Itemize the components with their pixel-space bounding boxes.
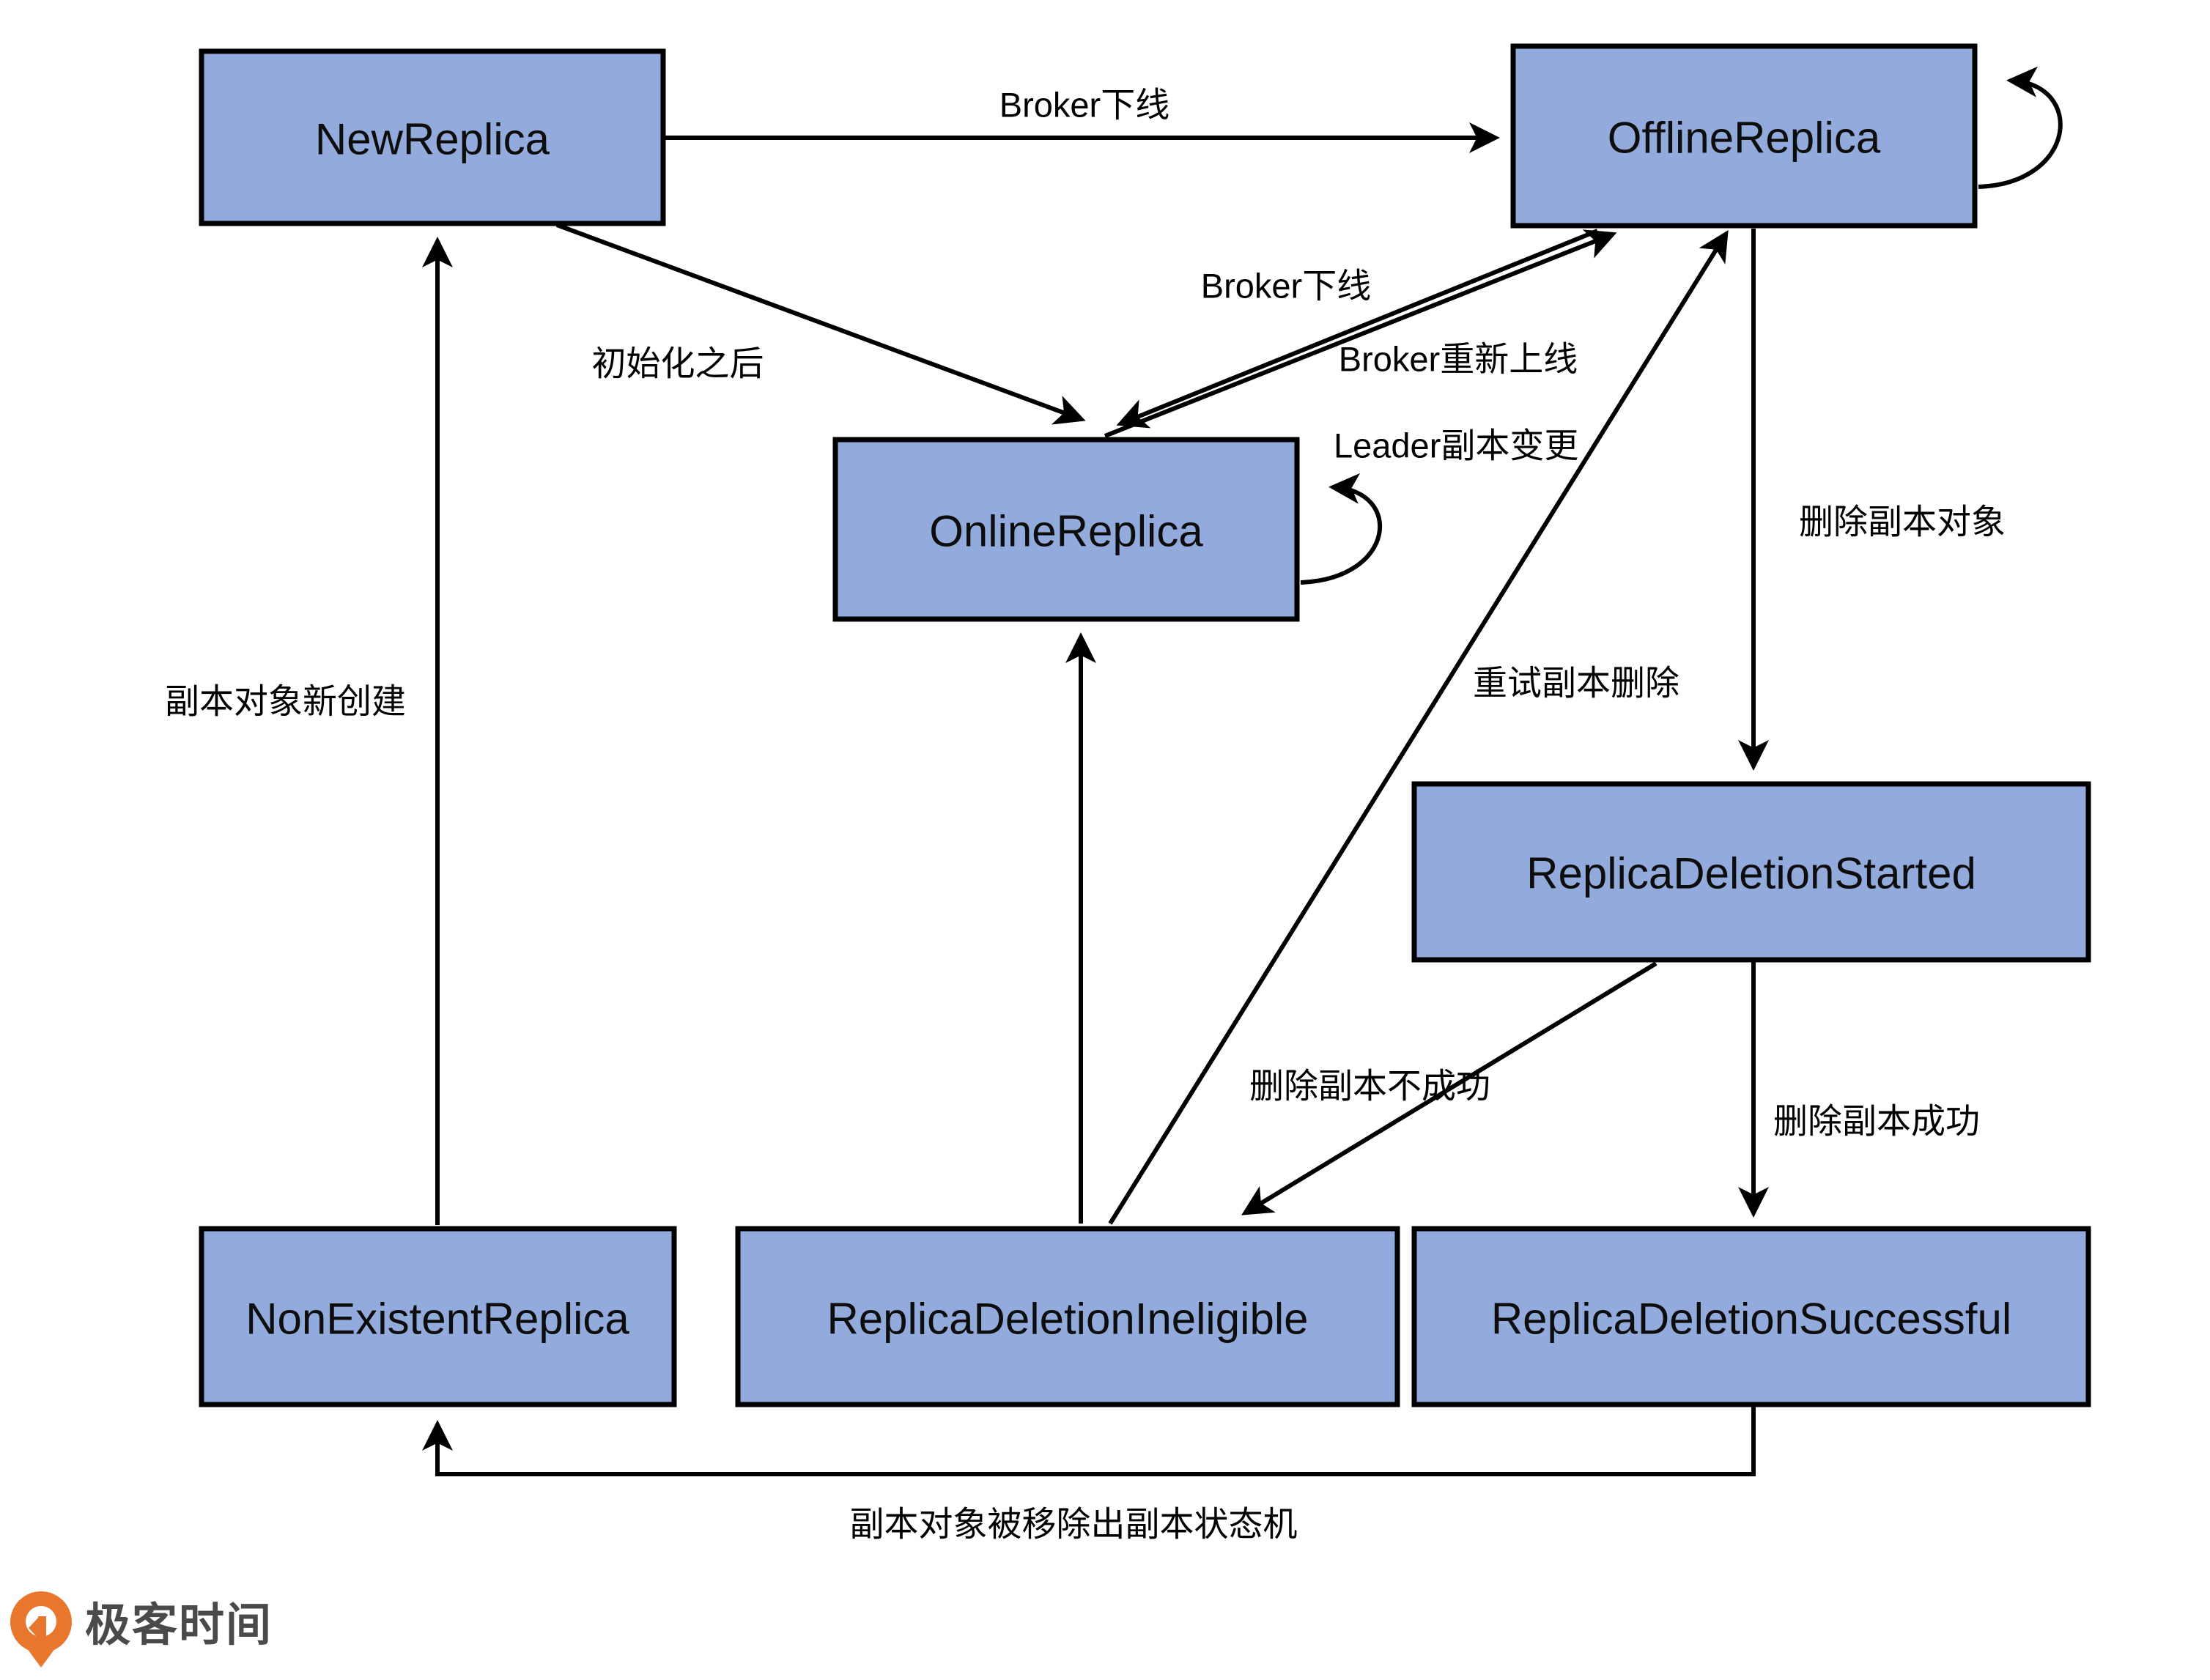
node-non-existent-replica[interactable]: NonExistentReplica — [199, 1226, 677, 1407]
node-replica-deletion-ineligible[interactable]: ReplicaDeletionIneligible — [735, 1226, 1400, 1407]
logo-text: 极客时间 — [85, 1598, 273, 1651]
edge-successful-to-nonexistent — [422, 1407, 1756, 1476]
node-replica-deletion-started[interactable]: ReplicaDeletionStarted — [1411, 781, 2091, 963]
node-label-new-replica: NewReplica — [315, 115, 550, 164]
edge-offline-to-online — [1116, 229, 1599, 429]
node-offline-replica[interactable]: OfflineReplica — [1510, 43, 1978, 229]
edge-label-offline-to-deletionstarted: 删除副本对象 — [1799, 503, 2006, 541]
node-label-online-replica: OnlineReplica — [929, 507, 1203, 556]
edge-label-online-to-offline: Broker下线 — [1201, 267, 1371, 306]
node-replica-deletion-successful[interactable]: ReplicaDeletionSuccessful — [1411, 1226, 2091, 1407]
edge-label-online-self-loop: Leader副本变更 — [1334, 426, 1578, 465]
edge-label-new-to-offline: Broker下线 — [999, 86, 1169, 125]
edge-label-nonexistent-to-newreplica: 副本对象新创建 — [165, 682, 406, 721]
edge-ineligible-to-offline — [1108, 230, 1729, 1225]
edge-label-deletionstarted-to-ineligible: 删除副本不成功 — [1249, 1067, 1490, 1106]
node-label-replica-deletion-ineligible: ReplicaDeletionIneligible — [827, 1295, 1308, 1344]
node-new-replica[interactable]: NewReplica — [199, 48, 666, 226]
edge-label-successful-to-nonexistent: 副本对象被移除出副本状态机 — [850, 1505, 1298, 1544]
edge-new-to-online — [555, 223, 1086, 425]
edge-deletionstarted-to-ineligible — [1241, 961, 1658, 1215]
geektime-logo: 极客时间 — [10, 1591, 273, 1659]
node-label-non-existent-replica: NonExistentReplica — [245, 1295, 629, 1344]
edge-offline-self-loop — [1978, 66, 2063, 189]
edge-online-to-offline — [1104, 229, 1617, 438]
edge-label-ineligible-to-offline: 重试副本删除 — [1473, 664, 1679, 703]
node-label-offline-replica: OfflineReplica — [1608, 114, 1881, 163]
node-online-replica[interactable]: OnlineReplica — [832, 437, 1300, 622]
geektime-drop-icon — [10, 1591, 72, 1659]
edge-online-self-loop — [1300, 473, 1383, 585]
node-label-replica-deletion-started: ReplicaDeletionStarted — [1526, 849, 1976, 898]
node-label-replica-deletion-successful: ReplicaDeletionSuccessful — [1491, 1295, 2011, 1344]
edge-label-deletionstarted-to-successful: 删除副本成功 — [1773, 1102, 1980, 1141]
edge-label-offline-to-online: Broker重新上线 — [1339, 340, 1578, 379]
edge-label-new-to-online: 初始化之后 — [592, 344, 764, 383]
